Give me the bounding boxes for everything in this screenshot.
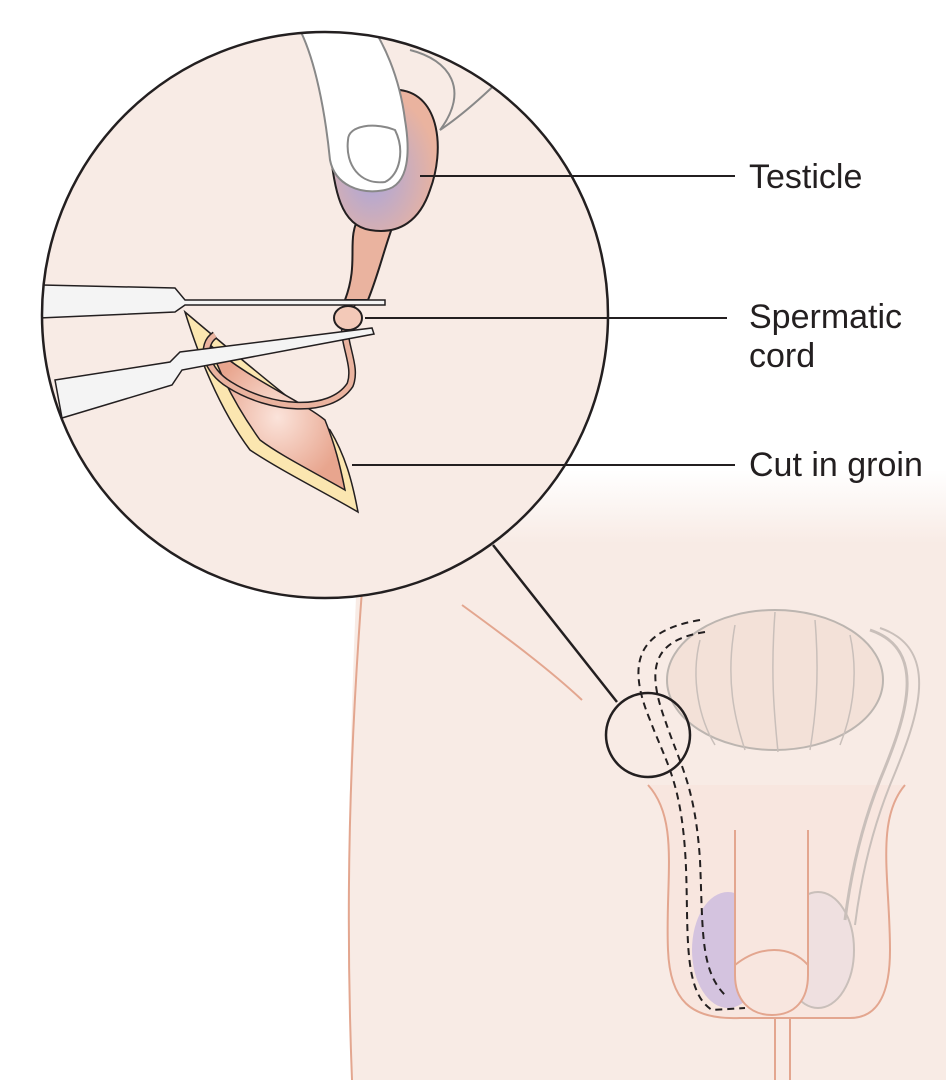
genitals bbox=[637, 619, 921, 1080]
label-spermatic-cord-2: cord bbox=[749, 337, 816, 375]
label-testicle: Testicle bbox=[749, 158, 863, 196]
forceps-lower bbox=[54, 327, 375, 419]
forceps-upper bbox=[42, 284, 386, 319]
inset-view bbox=[40, 30, 610, 600]
bladder bbox=[666, 609, 884, 753]
locator-circle bbox=[604, 691, 692, 779]
connector-line bbox=[492, 544, 618, 703]
label-spermatic-cord-1: Spermatic bbox=[749, 298, 903, 336]
label-cut-in-groin: Cut in groin bbox=[749, 446, 923, 484]
